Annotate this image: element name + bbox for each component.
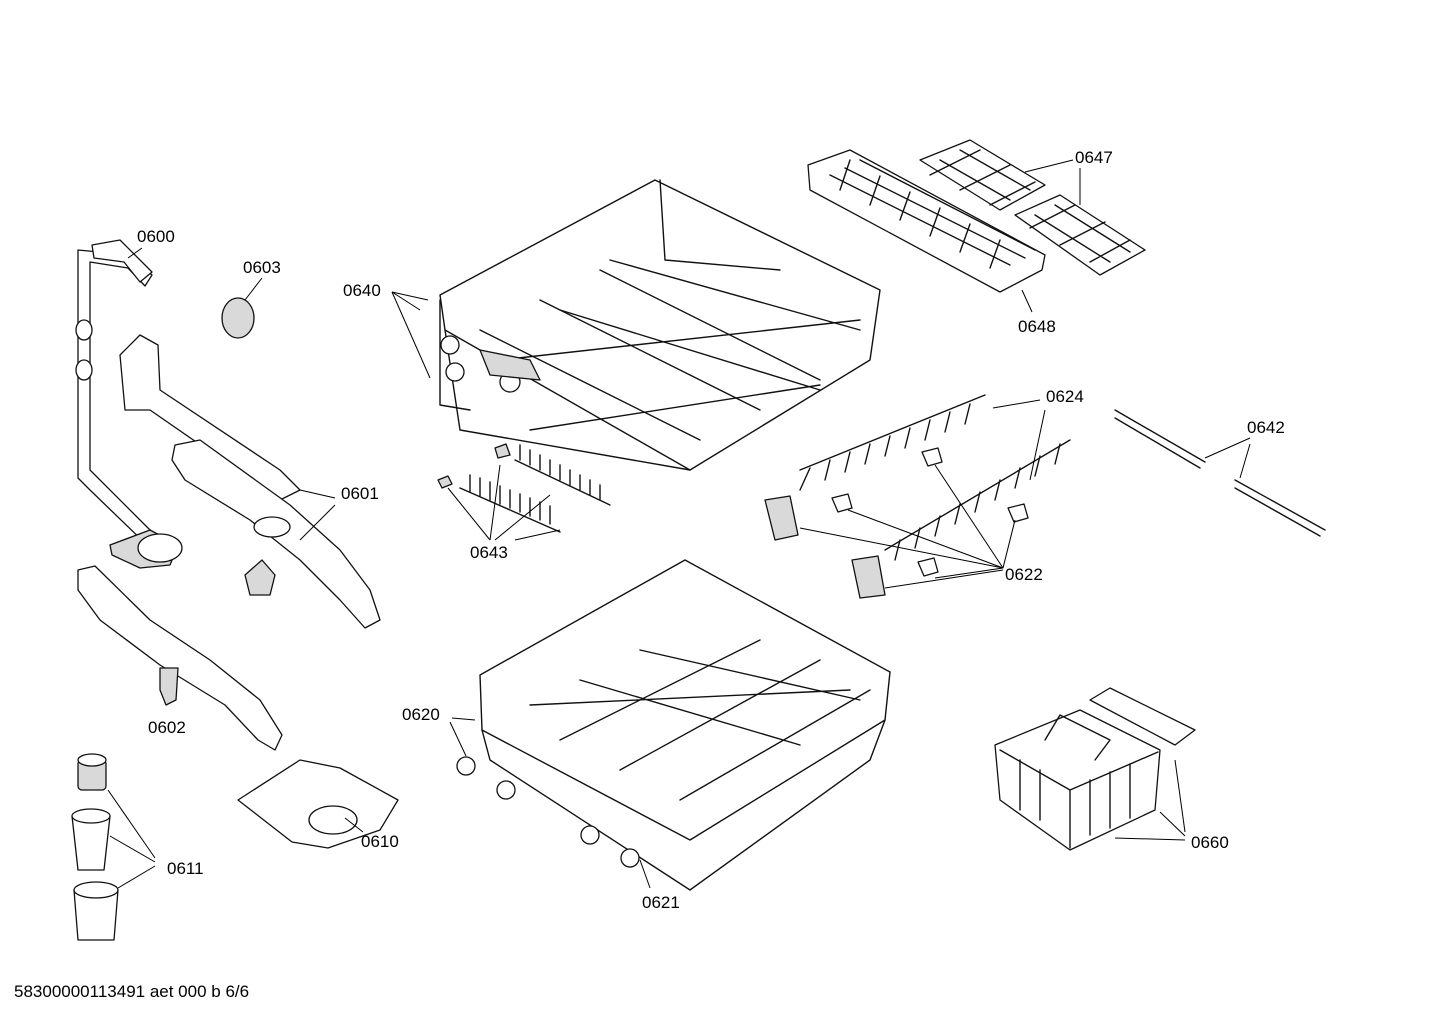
label-0648: 0648 (1018, 317, 1056, 336)
label-0640: 0640 (343, 281, 381, 300)
upper-basket (439, 179, 881, 471)
label-0620: 0620 (402, 705, 440, 724)
tine-rows-and-clips (764, 394, 1071, 599)
label-0610: 0610 (361, 832, 399, 851)
label-0642: 0642 (1247, 418, 1285, 437)
label-0603: 0603 (243, 258, 281, 277)
label-0624: 0624 (1046, 387, 1084, 406)
document-footer-code: 58300000113491 aet 000 b 6/6 (14, 982, 250, 1001)
label-0647: 0647 (1075, 148, 1113, 167)
cutlery-basket (994, 687, 1196, 851)
label-0611: 0611 (167, 859, 204, 878)
side-racks (1114, 409, 1326, 537)
leader-lines (107, 159, 1251, 889)
label-0643: 0643 (470, 543, 508, 562)
label-0602: 0602 (148, 718, 186, 737)
upper-spray-arm (119, 334, 381, 629)
lower-basket (456, 559, 891, 891)
label-0622: 0622 (1005, 565, 1043, 584)
lower-spray-arm (77, 565, 283, 751)
spray-feed-pipe (75, 239, 183, 569)
label-0601: 0601 (341, 484, 379, 503)
upper-inserts (437, 443, 611, 533)
label-0621: 0621 (642, 893, 680, 912)
label-0600: 0600 (137, 227, 175, 246)
cutlery-tray (807, 139, 1146, 293)
filter-parts (71, 297, 399, 941)
label-0660: 0660 (1191, 833, 1229, 852)
